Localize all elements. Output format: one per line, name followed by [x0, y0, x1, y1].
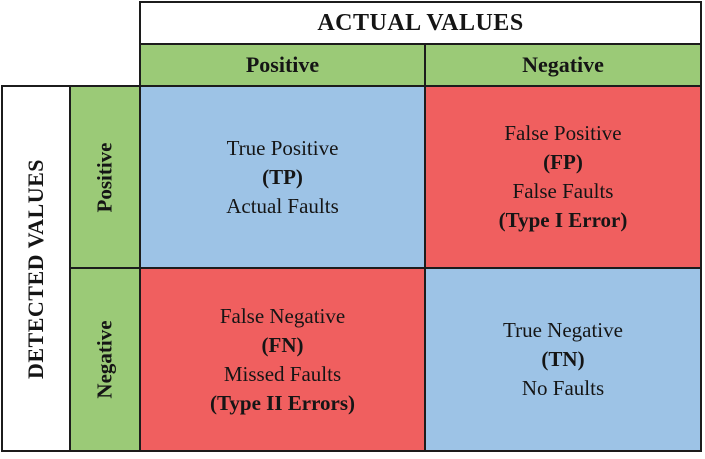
false-positive-error-type: (Type I Error): [498, 208, 628, 232]
true-positive-title: True Positive: [226, 135, 339, 160]
detected-values-header: DETECTED VALUES: [1, 85, 71, 452]
false-negative-desc: Missed Faults: [223, 361, 342, 386]
column-header-negative: Negative: [424, 43, 702, 87]
false-negative-title: False Negative: [219, 303, 346, 328]
true-negative-title: True Negative: [503, 318, 623, 342]
true-negative-desc: No Faults: [521, 376, 605, 400]
cell-false-negative: False Negative (FN) Missed Faults (Type …: [139, 267, 426, 452]
actual-values-header: ACTUAL VALUES: [139, 1, 702, 45]
column-header-positive-label: Positive: [245, 52, 320, 77]
false-negative-error-type: (Type II Errors): [209, 390, 356, 415]
column-header-positive: Positive: [139, 43, 426, 87]
true-negative-abbr: (TN): [541, 347, 585, 371]
true-positive-abbr: (TP): [262, 164, 303, 189]
row-header-positive: Positive: [69, 85, 141, 269]
column-header-negative-label: Negative: [522, 52, 604, 77]
actual-values-label: ACTUAL VALUES: [317, 9, 524, 36]
row-header-negative: Negative: [69, 267, 141, 452]
cell-true-positive: True Positive (TP) Actual Faults: [139, 85, 426, 269]
row-header-negative-label: Negative: [92, 320, 117, 399]
true-positive-desc: Actual Faults: [226, 193, 339, 218]
cell-false-positive: False Positive (FP) False Faults (Type I…: [424, 85, 702, 269]
false-negative-abbr: (FN): [261, 332, 304, 357]
false-positive-title: False Positive: [504, 121, 622, 145]
false-positive-desc: False Faults: [512, 179, 614, 203]
detected-values-label: DETECTED VALUES: [23, 158, 49, 379]
cell-true-negative: True Negative (TN) No Faults: [424, 267, 702, 452]
row-header-positive-label: Positive: [92, 142, 117, 212]
false-positive-abbr: (FP): [543, 150, 583, 174]
